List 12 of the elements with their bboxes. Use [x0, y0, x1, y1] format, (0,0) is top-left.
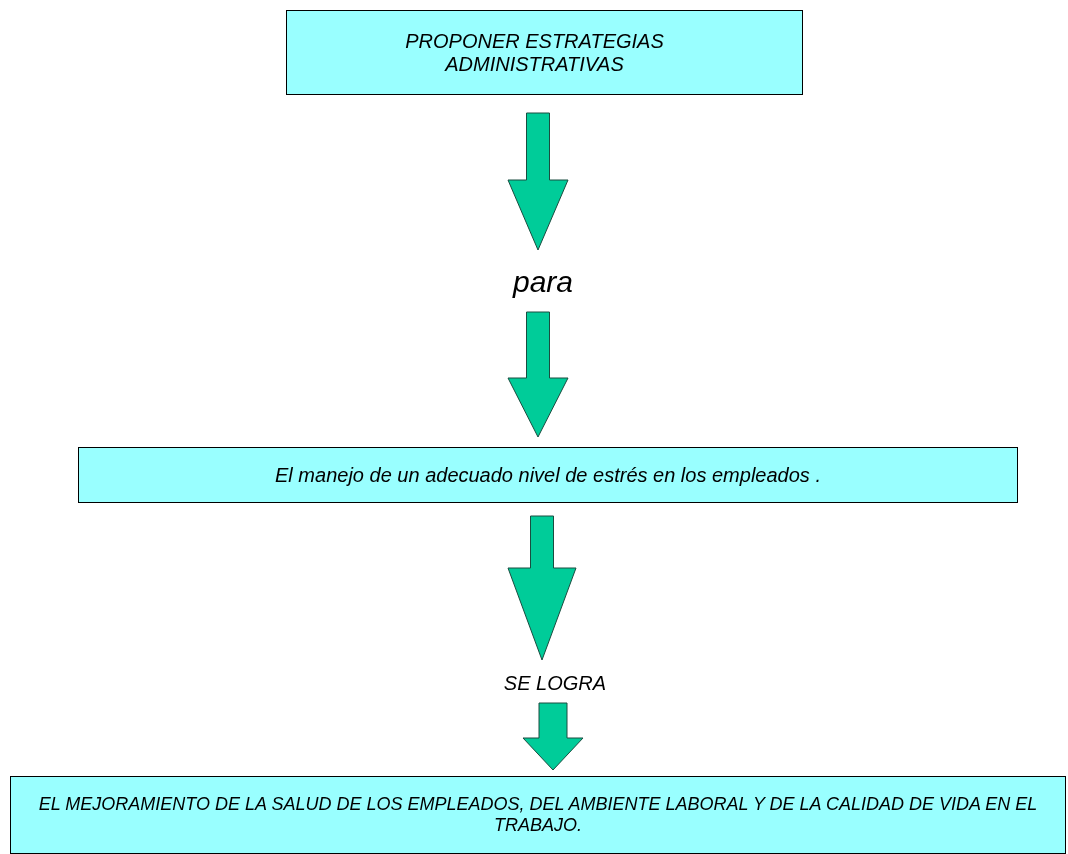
- block-arrow: [522, 702, 584, 771]
- node-text: SE LOGRA: [503, 671, 607, 695]
- block-arrow: [507, 112, 569, 251]
- process-box: [10, 776, 1066, 854]
- node-text: para: [512, 265, 573, 299]
- process-box: [286, 10, 803, 95]
- block-arrow: [507, 515, 577, 661]
- process-box: [78, 447, 1018, 503]
- node-text: El manejo de un adecuado nivel de estrés en los empleados .: [275, 463, 821, 487]
- node-text: PROPONER ESTRATEGIAS ADMINISTRATIVAS: [404, 29, 665, 76]
- block-arrow: [507, 311, 569, 438]
- node-text: EL MEJORAMIENTO DE LA SALUD DE LOS EMPLEADOS, DEL AMBIENTE LABORAL Y DE LA CALIDAD DE VIDA EN EL TRABAJO.: [37, 794, 1039, 836]
